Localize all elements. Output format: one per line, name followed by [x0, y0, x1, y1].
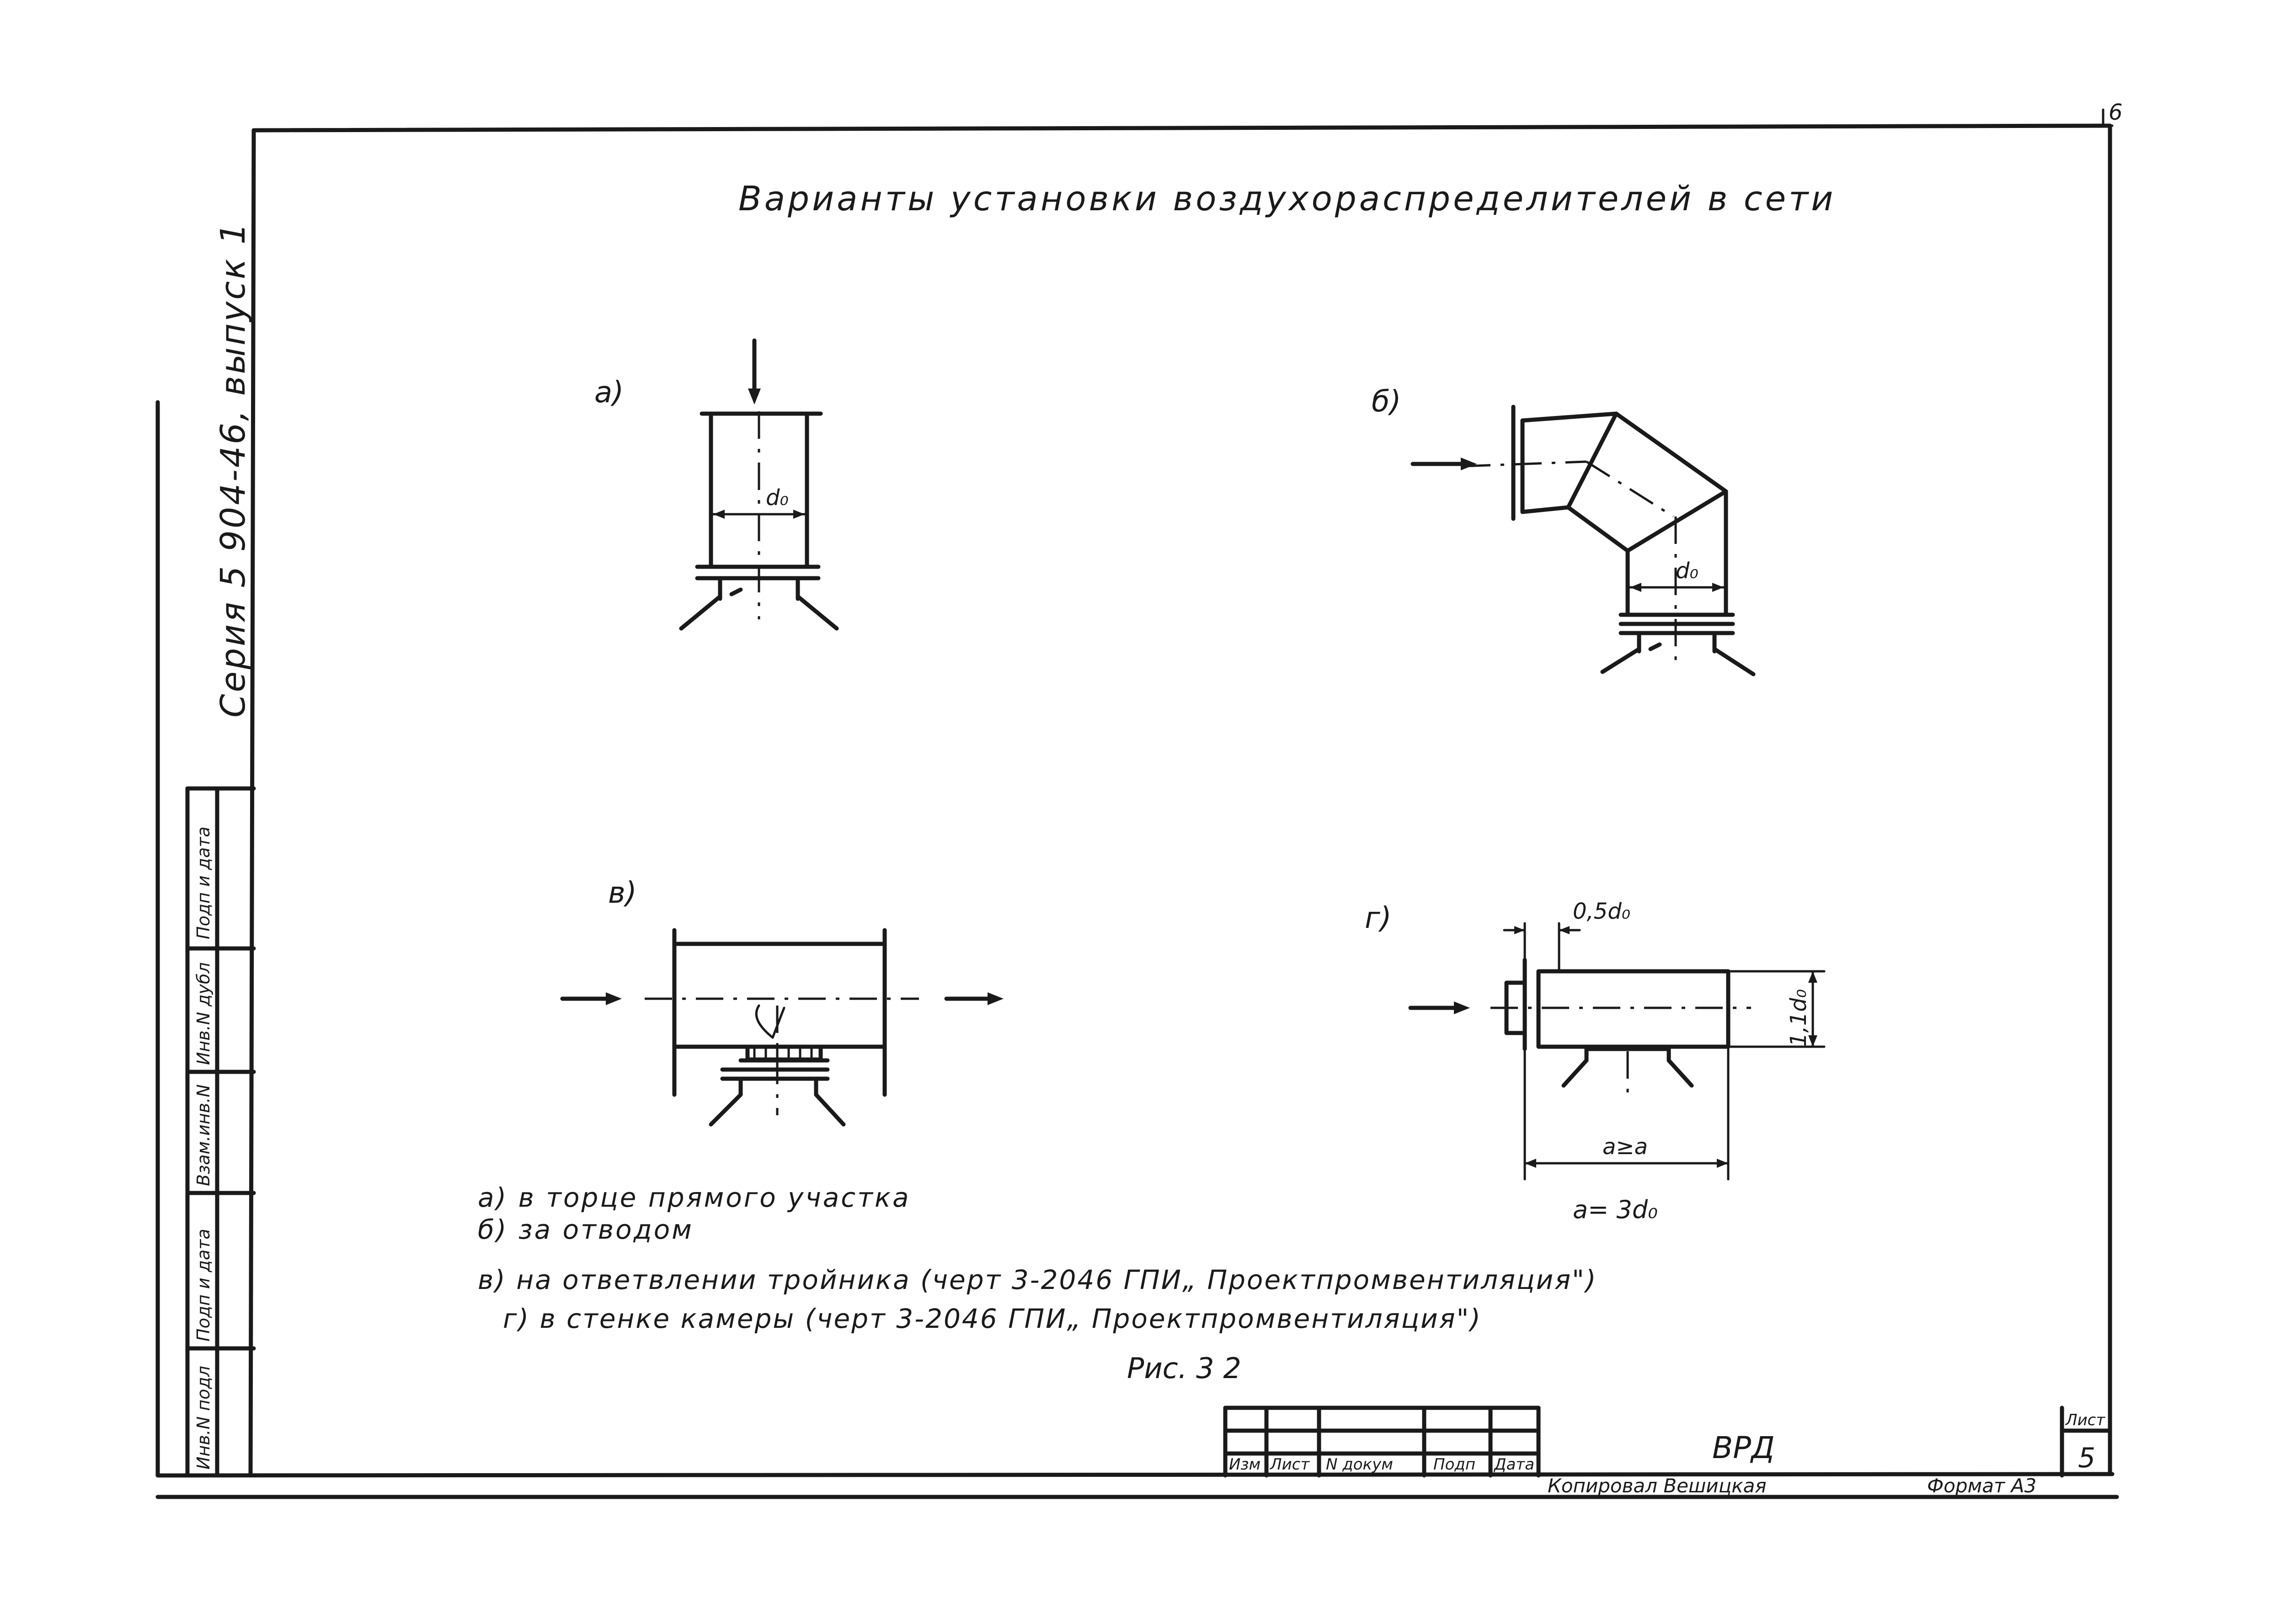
title-block-copied: Копировал Вешицкая [1548, 1475, 1767, 1497]
side-stamp-sign-date-1: Подп и дата [193, 826, 214, 939]
title-block-format: Формат А3 [1927, 1475, 2036, 1497]
title-block-sheet-label: Лист [2065, 1411, 2105, 1429]
figure-g-dim-top: 0,5d₀ [1573, 899, 1630, 924]
side-series-label: Серия 5 904-46, выпуск 1 [214, 221, 253, 718]
sheet-corner-mark: 6 [2109, 100, 2123, 125]
side-stamp-replace-inv: Взам.инв.N [193, 1084, 214, 1186]
title-block-sheet-number: 5 [2078, 1442, 2095, 1474]
figure-g-dim-side: 1,1d₀ [1786, 989, 1811, 1047]
side-stamp-table [185, 786, 256, 1478]
figure-v-label: в) [608, 876, 637, 910]
title-block-col-sheet: Лист [1269, 1455, 1310, 1474]
legend-item-g: г) в стенке камеры (черт 3-2046 ГПИ„ Про… [503, 1303, 1482, 1334]
legend-item-v: в) на ответвлении тройника (черт 3-2046 … [478, 1264, 1597, 1295]
title-block-col-doc: N докум [1326, 1455, 1393, 1474]
figure-g [1408, 922, 1826, 1181]
title-block-col-sign: Подп [1433, 1455, 1475, 1474]
page-title: Варианты установки воздухораспределителе… [738, 179, 1836, 218]
figure-b-dim: d₀ [1676, 558, 1698, 584]
side-stamp-sign-date-2: Подп и дата [193, 1229, 214, 1342]
side-stamp-orig-inv: Инв.N подл [193, 1366, 214, 1470]
figure-b [1410, 405, 1756, 676]
figure-a [679, 338, 839, 631]
figure-v [560, 928, 1004, 1127]
figure-a-label: а) [594, 376, 624, 410]
sheet-frame [155, 108, 2119, 1499]
title-block-col-date: Дата [1493, 1455, 1534, 1474]
title-block-designation: ВРД [1712, 1430, 1775, 1465]
figure-a-dim: d₀ [766, 485, 789, 511]
figure-g-label: г) [1365, 901, 1392, 935]
legend-item-b: б) за отводом [478, 1214, 694, 1245]
side-stamp-dup-inv: Инв.N дубл [193, 962, 214, 1065]
figure-g-dim-bottom: a≥a [1602, 1134, 1648, 1160]
figure-b-label: б) [1372, 385, 1401, 419]
figure-g-formula: a= 3d₀ [1573, 1195, 1658, 1224]
figure-caption: Рис. 3 2 [1127, 1352, 1241, 1385]
title-block [1223, 1406, 2112, 1478]
legend-item-a: а) в торце прямого участка [478, 1182, 911, 1213]
title-block-col-change: Изм [1229, 1455, 1261, 1474]
